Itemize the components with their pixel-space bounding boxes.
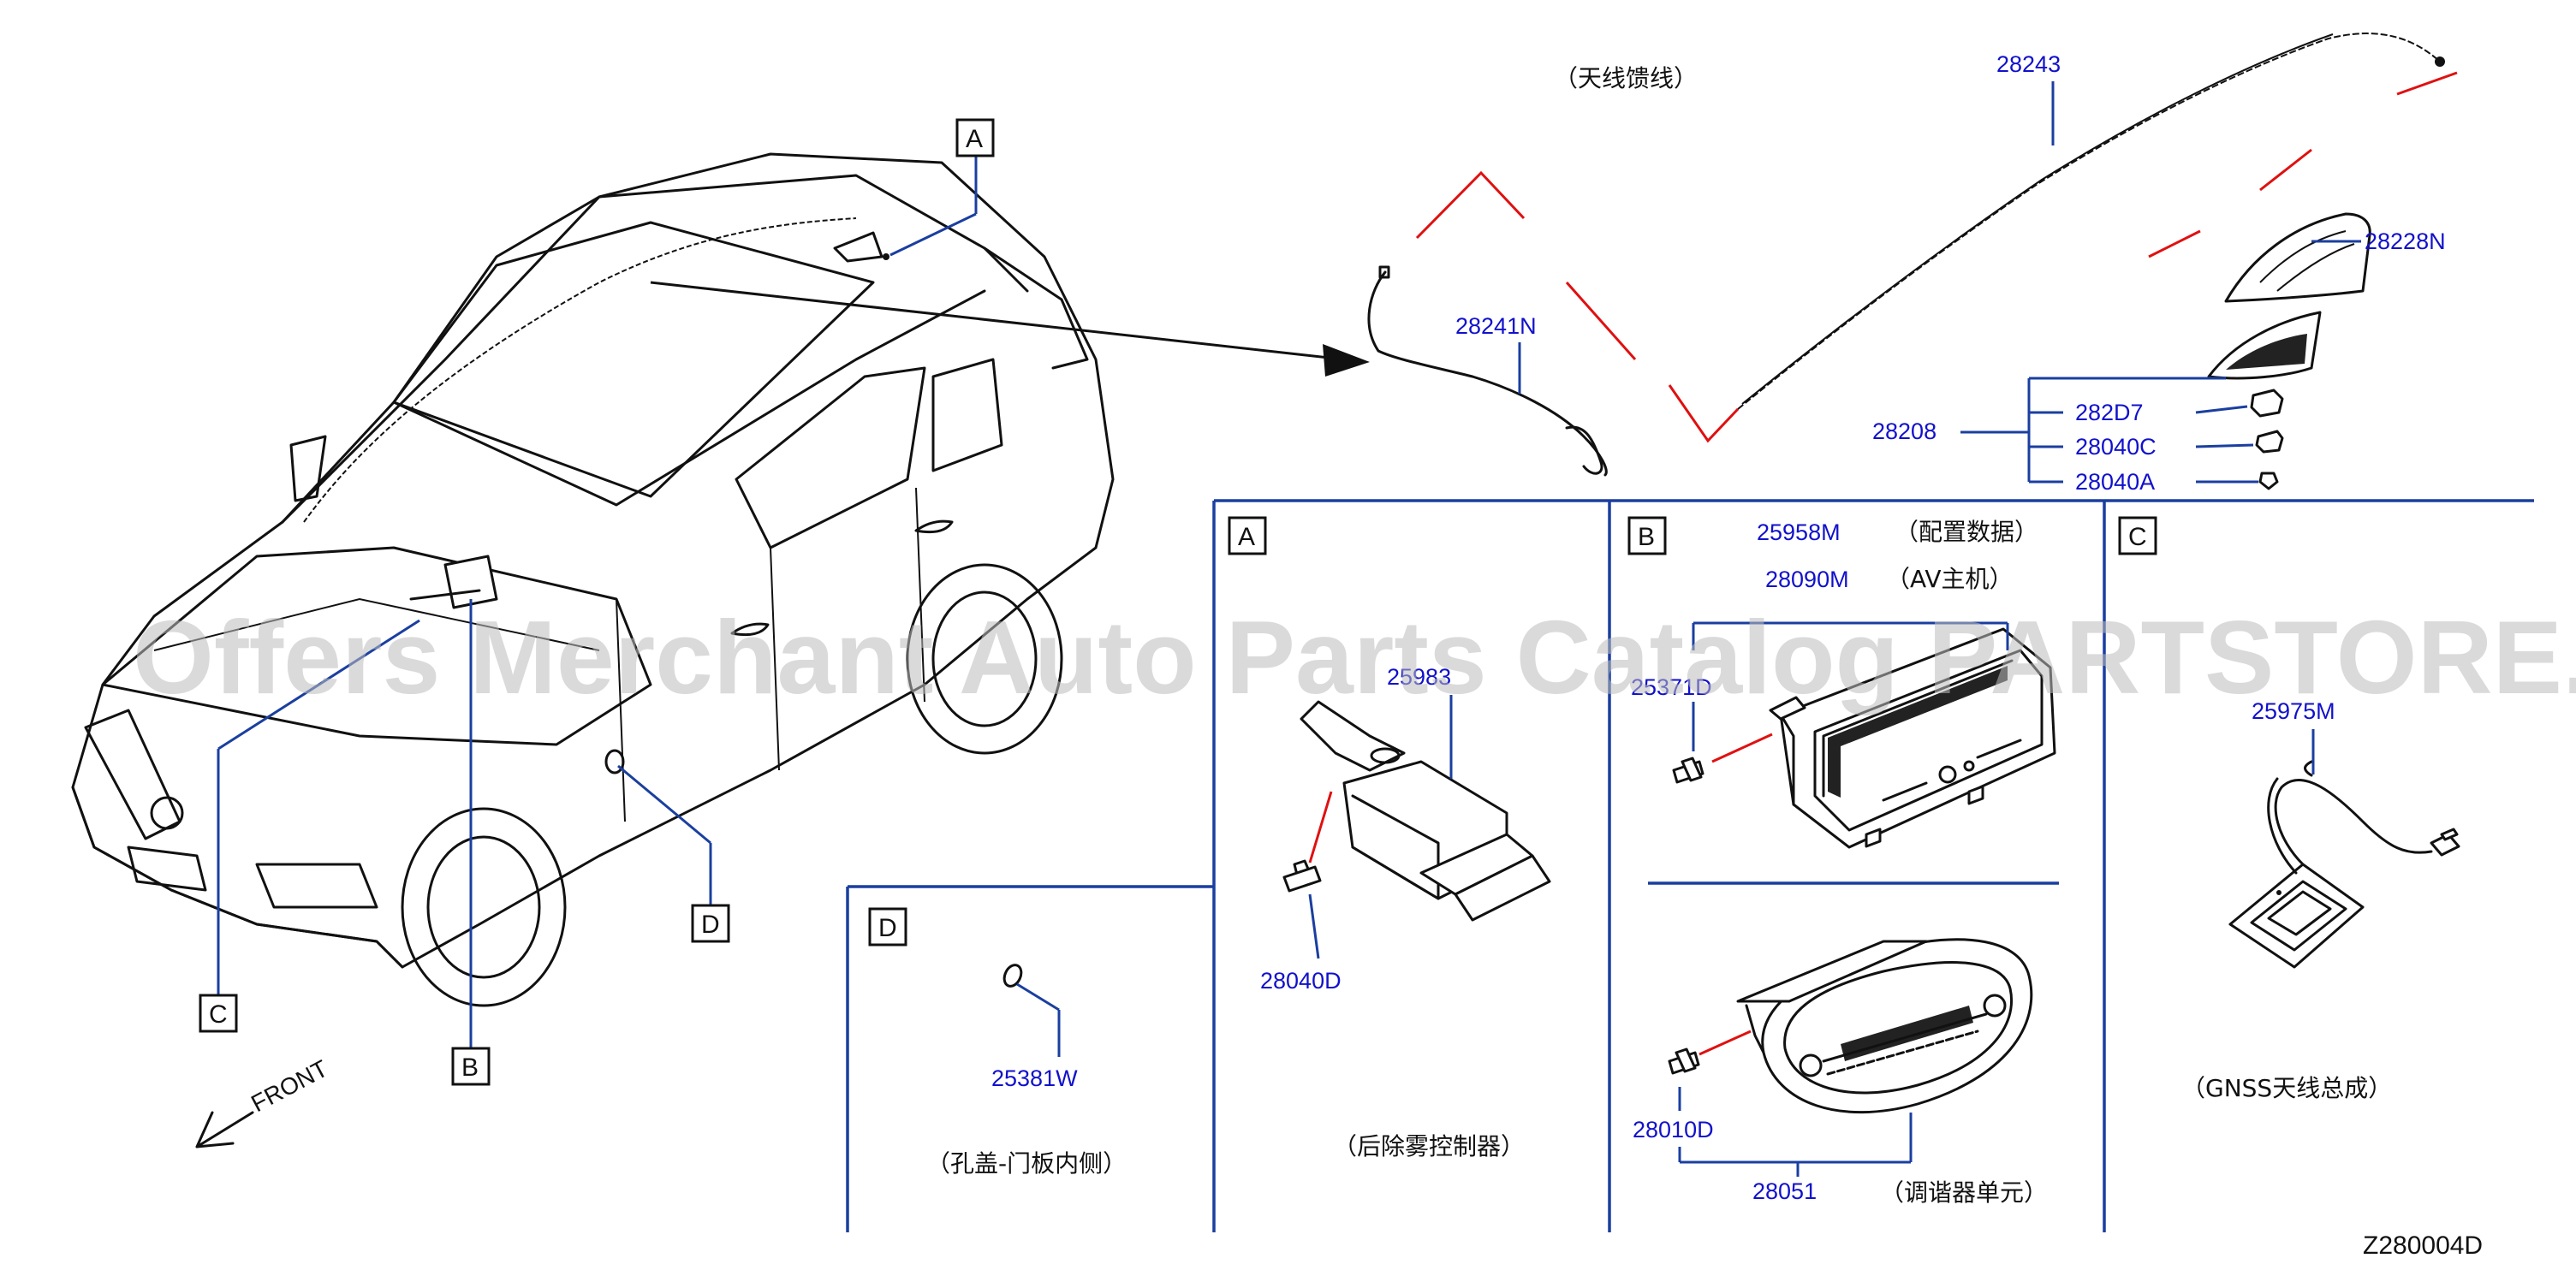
callout-c-car: C bbox=[199, 619, 420, 1033]
detail-panel-frames bbox=[846, 499, 2534, 1232]
antenna-feeder-illustration bbox=[1367, 33, 2458, 490]
caption-rear-defogger-controller: （后除雾控制器） bbox=[1333, 1132, 1525, 1160]
callout-b-car: B bbox=[451, 599, 491, 1086]
part-number-28090m: 28090M bbox=[1765, 567, 1849, 592]
part-number-28040c: 28040C bbox=[2075, 434, 2157, 460]
callout-28051: 28051 bbox=[1678, 1113, 1913, 1204]
gnss-antenna-illustration bbox=[2228, 760, 2460, 969]
panel-label-c: C bbox=[2118, 516, 2157, 555]
part-number-28241n: 28241N bbox=[1455, 313, 1537, 339]
callout-28010D: 28010D bbox=[1633, 1087, 1714, 1142]
vehicle-illustration bbox=[71, 152, 1370, 1007]
panel-label-b: B bbox=[1627, 516, 1667, 555]
svg-text:A: A bbox=[1238, 523, 1255, 551]
panel-label-d: D bbox=[868, 907, 907, 947]
rear-defogger-controller-illustration bbox=[1282, 700, 1551, 922]
part-number-28243: 28243 bbox=[1996, 51, 2061, 77]
callout-28208-group: 28208 282D7 28040C 28040A bbox=[1872, 377, 2258, 495]
part-number-28228n: 28228N bbox=[2365, 228, 2446, 254]
callout-25983: 25983 bbox=[1387, 664, 1453, 779]
tuner-unit-illustration bbox=[1668, 938, 2033, 1114]
callout-letter-a: A bbox=[966, 125, 983, 153]
part-number-282d7: 282D7 bbox=[2075, 400, 2144, 425]
callout-d-car: D bbox=[617, 764, 730, 943]
part-number-28208: 28208 bbox=[1872, 418, 1936, 444]
part-number-28040a: 28040A bbox=[2075, 469, 2155, 495]
callout-letter-b: B bbox=[461, 1053, 479, 1082]
av-head-unit-illustration bbox=[1672, 627, 2056, 849]
svg-text:B: B bbox=[1638, 523, 1655, 551]
part-number-28010d: 28010D bbox=[1633, 1117, 1714, 1142]
watermark: Offers Merchant Auto Parts Catalog PARTS… bbox=[133, 599, 2576, 715]
caption-antenna-feeder: （天线馈线） bbox=[1554, 64, 1698, 92]
part-number-25983: 25983 bbox=[1387, 664, 1451, 690]
caption-tuner-unit: （调谐器单元） bbox=[1880, 1178, 2048, 1207]
caption-hole-cover-door: （孔盖-门板内侧） bbox=[926, 1149, 1127, 1178]
callout-28241N: 28241N bbox=[1455, 313, 1537, 394]
part-number-25958m: 25958M bbox=[1757, 519, 1841, 545]
callout-25381W: 25381W bbox=[991, 982, 1078, 1091]
front-direction-indicator: FRONT bbox=[195, 1055, 332, 1148]
caption-av-head-unit: （AV主机） bbox=[1886, 565, 2014, 593]
svg-text:C: C bbox=[2128, 523, 2147, 551]
panel-label-a: A bbox=[1228, 516, 1267, 555]
part-number-25371d: 25371D bbox=[1631, 674, 1712, 700]
callout-28040D: 28040D bbox=[1260, 893, 1342, 994]
diagram-code: Z280004D bbox=[2363, 1231, 2483, 1260]
front-label: FRONT bbox=[247, 1055, 332, 1118]
callout-av-bracket: 25371D bbox=[1631, 621, 2009, 751]
hole-cover-illustration bbox=[1002, 964, 1023, 988]
caption-config-data: （配置数据） bbox=[1895, 518, 2038, 546]
callout-28228N: 28228N bbox=[2311, 228, 2446, 254]
callout-25975M: 25975M bbox=[2252, 698, 2335, 774]
callout-letter-d: D bbox=[701, 911, 720, 939]
part-number-28051: 28051 bbox=[1752, 1178, 1817, 1204]
caption-gnss-antenna: （GNSS天线总成） bbox=[2181, 1074, 2392, 1102]
callout-letter-c: C bbox=[209, 1000, 228, 1029]
svg-text:D: D bbox=[878, 914, 897, 942]
part-number-25381w: 25381W bbox=[991, 1065, 1078, 1091]
callout-28243: 28243 bbox=[1996, 51, 2061, 145]
part-number-28040d: 28040D bbox=[1260, 968, 1342, 994]
part-number-25975m: 25975M bbox=[2252, 698, 2335, 724]
callout-a-car: A bbox=[889, 118, 995, 257]
